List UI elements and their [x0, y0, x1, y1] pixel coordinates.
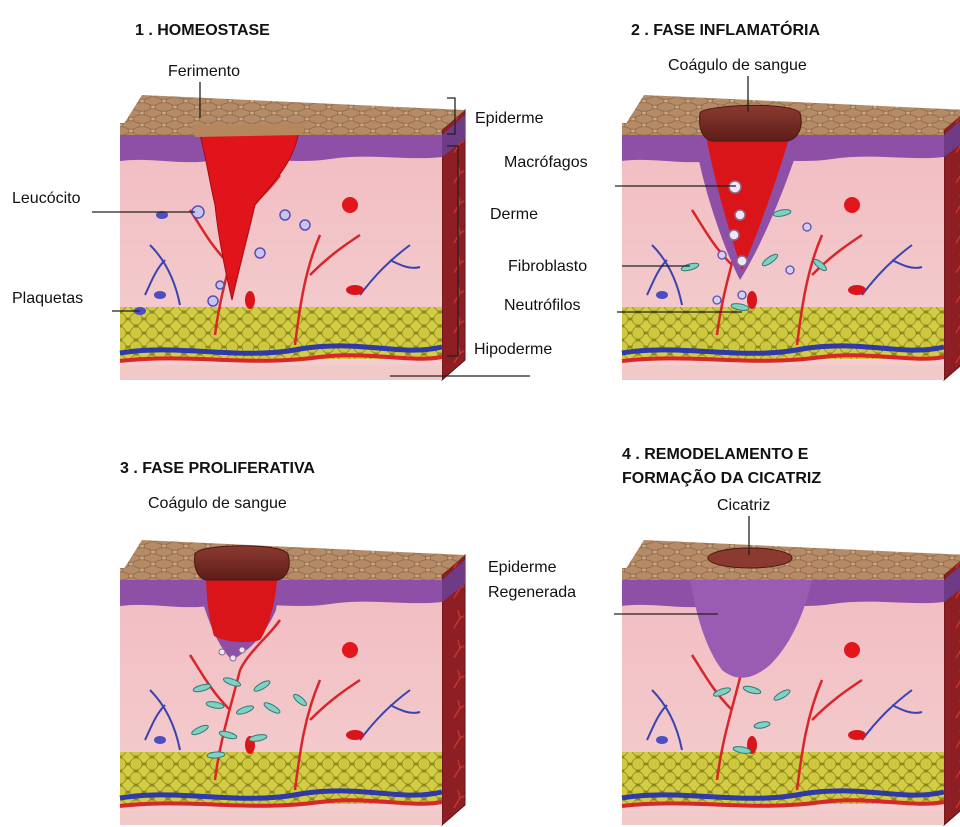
stage-1-homeostasis: 1 . HOMEOSTASE Ferimento Epiderme De	[12, 22, 552, 380]
label-plaquetas: Plaquetas	[12, 290, 83, 307]
label-neutrofilos: Neutrófilos	[504, 297, 580, 314]
skin-block-3	[120, 540, 465, 825]
label-fibroblasto: Fibroblasto	[508, 258, 587, 275]
label-derme: Derme	[490, 206, 538, 223]
label-leucocito: Leucócito	[12, 190, 81, 207]
stage-3-title: 3 . FASE PROLIFERATIVA	[120, 460, 315, 477]
stage-2-inflammatory: 2 . FASE INFLAMATÓRIA	[504, 20, 960, 380]
label-epiderme-regenerada-2: Regenerada	[488, 584, 576, 601]
label-coagulo-2: Coágulo de sangue	[668, 57, 807, 74]
label-coagulo-3: Coágulo de sangue	[148, 495, 287, 512]
stage-3-proliferative: 3 . FASE PROLIFERATIVA	[120, 460, 465, 825]
stage-4-title-line1: 4 . REMODELAMENTO E	[622, 446, 809, 463]
label-cicatriz: Cicatriz	[717, 497, 770, 514]
label-epiderme: Epiderme	[475, 110, 544, 127]
stage-4-title-line2: FORMAÇÃO DA CICATRIZ	[622, 467, 821, 487]
stage-4-remodeling: 4 . REMODELAMENTO E FORMAÇÃO DA CICATRIZ…	[488, 446, 960, 825]
skin-block-4	[622, 540, 960, 825]
label-epiderme-regenerada-1: Epiderme	[488, 559, 557, 576]
stage-2-title: 2 . FASE INFLAMATÓRIA	[631, 20, 820, 39]
stage-1-title: 1 . HOMEOSTASE	[135, 22, 270, 39]
skin-block-1	[120, 95, 465, 380]
label-hipoderme: Hipoderme	[474, 341, 552, 358]
label-ferimento: Ferimento	[168, 63, 240, 80]
label-macrofagos: Macrófagos	[504, 154, 588, 171]
skin-block-2	[622, 95, 960, 380]
